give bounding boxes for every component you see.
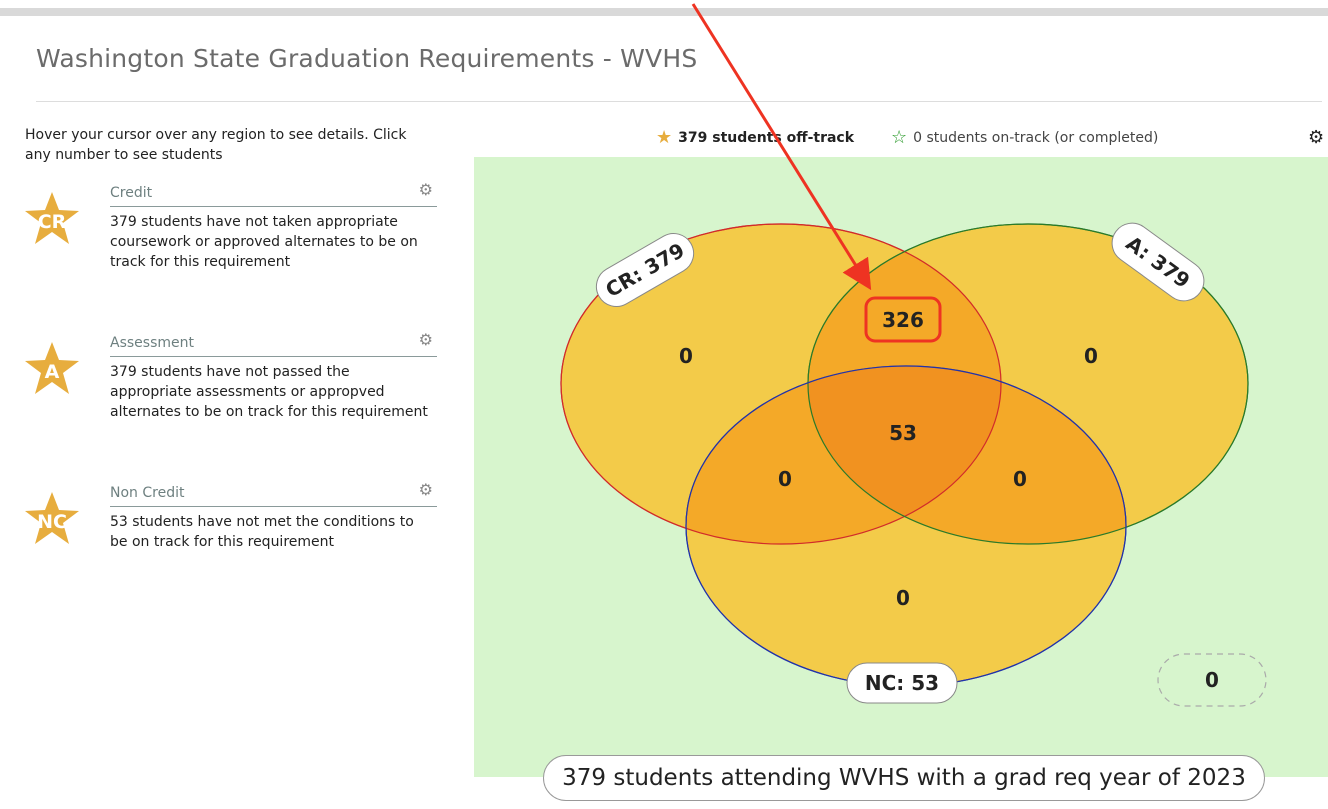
region-all[interactable]: 53 [889,421,917,445]
legend-on-track[interactable]: ☆ 0 students on-track (or completed) [891,129,1158,147]
region-cr-nc[interactable]: 0 [778,467,792,491]
set-label-nc: NC: 53 [846,662,958,704]
region-none[interactable]: 0 [1205,668,1219,692]
star-icon: CR [25,192,79,244]
requirement-description: 53 students have not met the conditions … [110,514,414,550]
region-nc-only[interactable]: 0 [896,586,910,610]
highlight-box [864,296,942,343]
requirement-abbr: CR [37,211,67,233]
gear-icon[interactable]: ⚙ [1308,127,1325,148]
star-icon: ★ [656,127,673,148]
requirement-header: Credit ⚙ [110,180,437,207]
requirement-header: Assessment ⚙ [110,330,437,357]
page-title: Washington State Graduation Requirements… [36,44,698,73]
legend-on-track-label: 0 students on-track (or completed) [913,130,1159,146]
region-cr-a[interactable]: 326 [882,308,924,332]
requirement-header: Non Credit ⚙ [110,480,437,507]
gear-icon[interactable]: ⚙ [418,480,433,499]
top-bar [0,8,1328,16]
requirement-name: Non Credit [110,485,185,501]
outside-region [1157,653,1267,707]
requirement-description: 379 students have not passed the appropr… [110,364,428,420]
gear-icon[interactable]: ⚙ [418,330,433,349]
arrow-annotation [691,3,872,291]
instructions-text: Hover your cursor over any region to see… [25,127,407,163]
legend-off-track-label: 379 students off-track [678,130,855,146]
footer-summary: 379 students attending WVHS with a grad … [543,755,1265,801]
title-divider [36,101,1322,102]
legend-off-track[interactable]: ★ 379 students off-track [656,129,854,147]
star-icon: NC [25,492,79,544]
region-cr-only[interactable]: 0 [679,344,693,368]
requirement-abbr: NC [37,511,67,533]
set-label-nc-text: NC: 53 [865,671,939,695]
requirement-name: Credit [110,185,153,201]
gear-icon[interactable]: ⚙ [418,180,433,199]
requirement-name: Assessment [110,335,194,351]
region-a-only[interactable]: 0 [1084,344,1098,368]
region-a-nc[interactable]: 0 [1013,467,1027,491]
requirement-description: 379 students have not taken appropriate … [110,214,418,270]
requirement-abbr: A [44,361,60,383]
star-outline-icon: ☆ [891,127,908,148]
overlap-cr-a [808,224,1001,544]
star-icon: A [25,342,79,394]
